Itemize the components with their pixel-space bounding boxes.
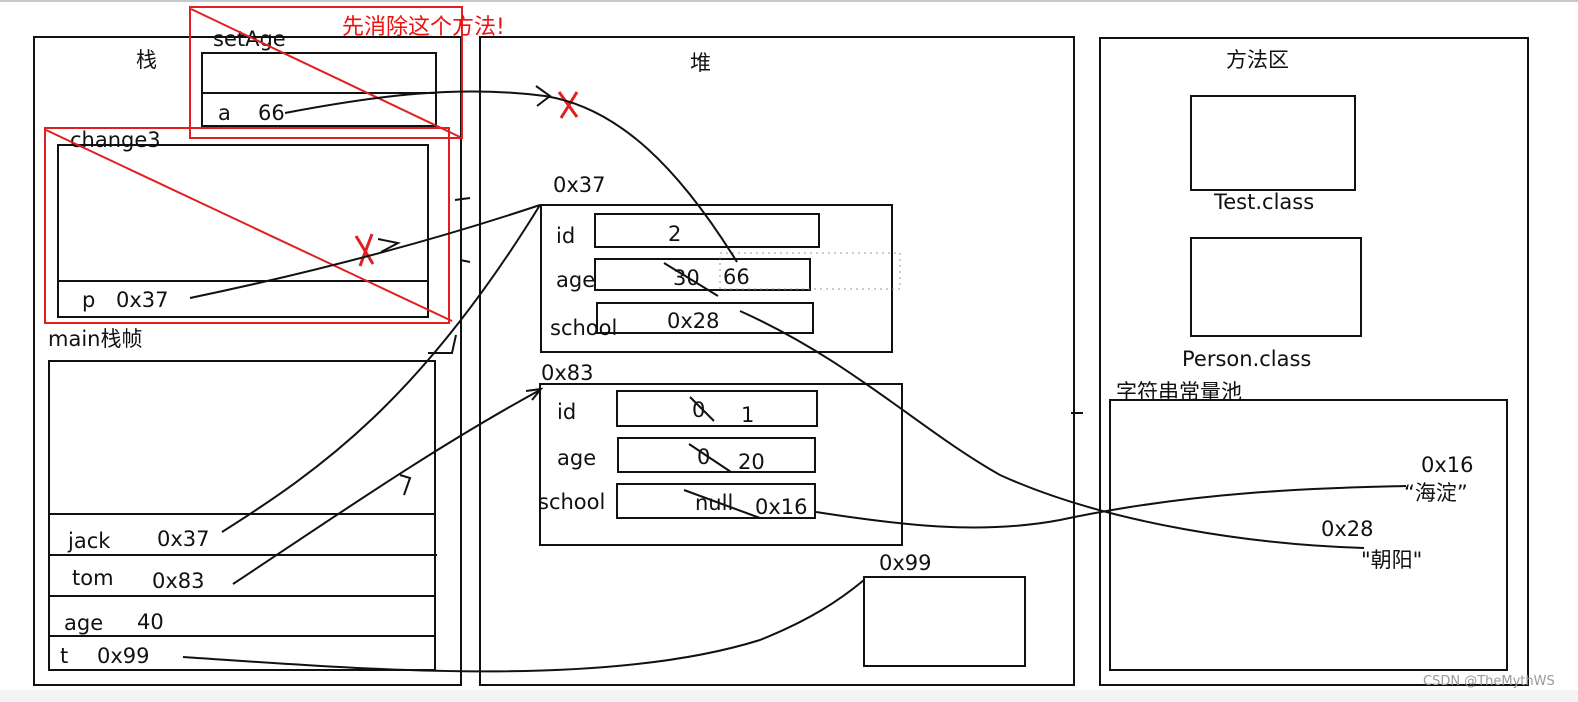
setage-frame: setAge a 66 xyxy=(201,27,437,127)
field-name: school xyxy=(550,316,617,340)
setage-box xyxy=(201,52,437,127)
pool-entry-value: "朝阳" xyxy=(1361,548,1422,572)
main-row-value: 0x83 xyxy=(152,569,205,593)
arrow-school-to-0x16 xyxy=(815,485,1407,529)
arrow-p-to-0x37 xyxy=(189,204,541,299)
stack-title: 栈 xyxy=(136,48,157,72)
object-address: 0x37 xyxy=(553,173,606,197)
field-name: age xyxy=(556,268,595,292)
field-slot xyxy=(594,213,820,248)
arrow-jack-to-0x37 xyxy=(221,204,541,533)
object-address: 0x83 xyxy=(541,361,594,385)
arrow-setage-to-age xyxy=(284,90,738,263)
setage-strike-box xyxy=(189,6,463,139)
field-value: 20 xyxy=(738,450,765,474)
object-box xyxy=(540,204,893,353)
arrow-t-to-0x99 xyxy=(182,579,865,673)
stack-frame-border xyxy=(33,36,462,686)
main-row-name: age xyxy=(64,611,103,635)
change3-var-value: 0x37 xyxy=(116,288,169,312)
setage-var-name: a xyxy=(218,101,231,125)
heap-region: 堆 0x37 id 2 age 30 66 school 0x28 0x83 i… xyxy=(479,36,1075,686)
setage-label: setAge xyxy=(213,27,286,51)
heap-object-0x99: 0x99 xyxy=(863,551,1026,667)
arrow-tom-to-0x83 xyxy=(232,389,541,585)
class-label: Person.class xyxy=(1182,347,1311,371)
heap-object-0x37: 0x37 id 2 age 30 66 school 0x28 xyxy=(540,173,901,353)
main-row-value: 40 xyxy=(137,610,164,634)
red-x-mark xyxy=(557,91,579,119)
heap-title: 堆 xyxy=(690,51,711,75)
field-slot xyxy=(616,390,818,427)
field-name: age xyxy=(557,446,596,470)
main-box xyxy=(48,360,436,671)
class-box-person xyxy=(1190,237,1362,337)
method-area-title: 方法区 xyxy=(1226,48,1289,72)
main-row-name: t xyxy=(60,644,68,668)
field-value: 0x16 xyxy=(755,495,808,519)
change3-var-name: p xyxy=(82,288,95,312)
field-value: 0x28 xyxy=(667,309,720,333)
field-name: id xyxy=(556,224,575,248)
field-value: 1 xyxy=(741,403,754,427)
stack-region: 栈 setAge a 66 change3 p 0x37 main栈帧 jack xyxy=(33,27,462,686)
method-area-region: 方法区 Test.class Person.class 字符串常量池 0x16 … xyxy=(1099,37,1529,686)
main-row-value: 0x99 xyxy=(97,644,150,668)
annotation-text: 先消除这个方法! xyxy=(342,15,505,40)
field-old-value: 0 xyxy=(692,398,705,422)
main-frame-label: main栈帧 xyxy=(48,327,142,351)
object-address: 0x99 xyxy=(879,551,932,575)
method-area-border xyxy=(1099,37,1529,686)
arrow-school-to-0x28 xyxy=(739,310,1365,549)
class-label: Test.class xyxy=(1213,190,1314,214)
field-slot xyxy=(617,437,816,473)
string-pool-box xyxy=(1109,399,1508,671)
red-x-mark xyxy=(354,233,375,267)
selection-marquee xyxy=(719,252,901,290)
object-box xyxy=(539,383,903,546)
main-frame: main栈帧 jack 0x37 tom 0x83 age 40 t 0x99 xyxy=(48,327,437,671)
field-name: school xyxy=(538,490,605,514)
field-slot xyxy=(596,302,814,334)
setage-var-value: 66 xyxy=(258,101,285,125)
main-row-value: 0x37 xyxy=(157,527,210,551)
red-annotations: 先消除这个方法! xyxy=(44,6,579,324)
watermark: CSDN @TheMythWS xyxy=(1423,674,1555,689)
field-old-value: 30 xyxy=(673,266,700,290)
change3-box xyxy=(57,144,429,318)
main-row-name: jack xyxy=(67,529,111,553)
heap-border xyxy=(479,36,1075,686)
field-slot xyxy=(616,483,816,519)
field-value: 2 xyxy=(668,222,681,246)
pool-entry-address: 0x16 xyxy=(1421,453,1474,477)
change3-strike-box xyxy=(44,127,450,324)
field-name: id xyxy=(557,400,576,424)
heap-object-0x83: 0x83 id 0 1 age 0 20 school null 0x16 xyxy=(538,361,903,546)
field-old-value: null xyxy=(695,491,733,515)
object-box xyxy=(863,576,1026,667)
field-slot xyxy=(594,258,811,291)
class-box-test xyxy=(1190,95,1356,191)
field-value: 66 xyxy=(723,265,750,289)
main-row-name: tom xyxy=(72,566,114,590)
reference-arrows xyxy=(182,85,1407,673)
pool-entry-value: “海淀” xyxy=(1404,481,1468,505)
pool-entry-address: 0x28 xyxy=(1321,517,1374,541)
